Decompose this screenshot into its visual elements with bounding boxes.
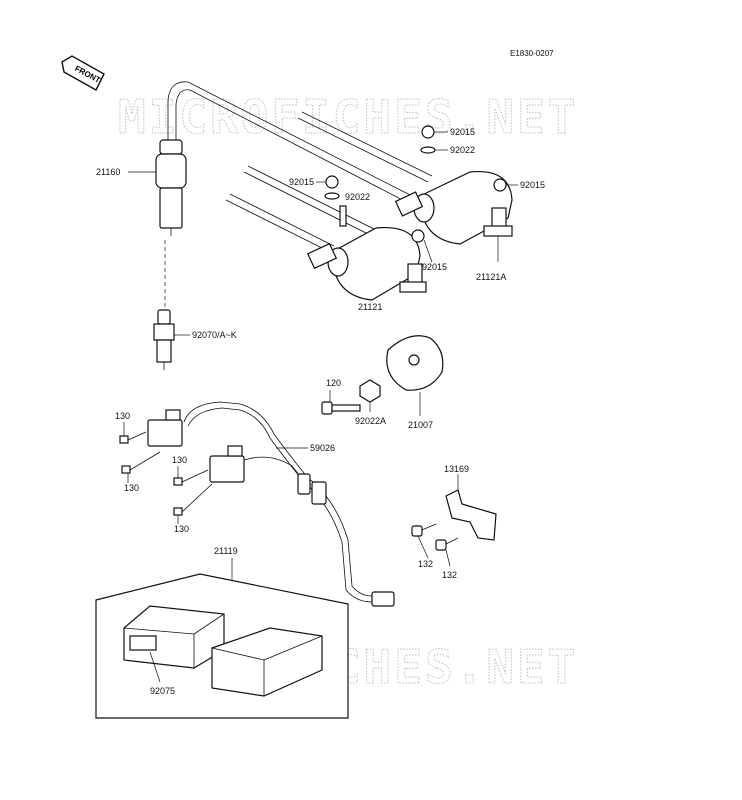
nut-92015-b xyxy=(325,175,339,189)
label-92022a: 92022A xyxy=(355,416,386,426)
label-132-a: 132 xyxy=(418,559,433,569)
front-arrow-icon: FRONT xyxy=(61,55,105,91)
label-21160: 21160 xyxy=(96,167,120,177)
label-130-b: 130 xyxy=(124,483,139,493)
nut-92022a xyxy=(359,379,381,403)
spark-plug xyxy=(153,309,175,370)
bolt-132-a xyxy=(411,523,437,537)
label-120: 120 xyxy=(326,378,341,388)
label-132-b: 132 xyxy=(442,570,457,580)
label-130-c: 130 xyxy=(172,455,187,465)
nut-92015-a xyxy=(421,125,435,139)
washer-92022-a xyxy=(420,146,436,154)
watermark-top: MICROFICHES.NET xyxy=(118,90,578,144)
bolt-132-b xyxy=(435,537,459,551)
igniter-module-left xyxy=(147,409,183,447)
label-130-d: 130 xyxy=(174,524,189,534)
bracket-13169 xyxy=(445,489,497,541)
igniter-unit-left xyxy=(123,605,225,669)
label-13169: 13169 xyxy=(444,464,469,474)
label-21007: 21007 xyxy=(408,420,433,430)
nut-92015-d xyxy=(411,229,425,243)
label-59026: 59026 xyxy=(310,443,335,453)
washer-92022-b xyxy=(324,192,340,200)
ignition-coil-21121 xyxy=(306,226,427,301)
label-21121: 21121 xyxy=(358,302,382,312)
label-21121a: 21121A xyxy=(476,272,506,282)
label-92015-d: 92015 xyxy=(422,262,447,272)
screw-130-b xyxy=(121,451,161,474)
spark-plug-cap xyxy=(155,139,187,236)
igniter-unit-right xyxy=(211,627,323,697)
label-92075: 92075 xyxy=(150,686,175,696)
pickup-coil-plate-21007 xyxy=(386,335,444,391)
screw-130-d xyxy=(173,483,213,516)
label-92022-b: 92022 xyxy=(345,192,370,202)
label-92015-c: 92015 xyxy=(520,180,545,190)
screw-130-c xyxy=(173,469,209,486)
label-92070: 92070/A~K xyxy=(192,330,237,340)
label-130-a: 130 xyxy=(115,411,130,421)
ht-lead-main xyxy=(167,81,421,209)
nut-92015-c xyxy=(493,178,507,192)
igniter-module-center xyxy=(209,445,245,483)
bolt-120 xyxy=(321,401,361,415)
diagram-code: E1830-0207 xyxy=(510,49,554,58)
label-21119: 21119 xyxy=(214,546,238,556)
wiring-harness-59026 xyxy=(183,401,395,607)
label-92022-a: 92022 xyxy=(450,145,475,155)
terminal-post xyxy=(339,205,347,227)
label-92015-a: 92015 xyxy=(450,127,475,137)
ignition-coil-21121a xyxy=(394,170,513,245)
label-92015-b: 92015 xyxy=(289,177,314,187)
